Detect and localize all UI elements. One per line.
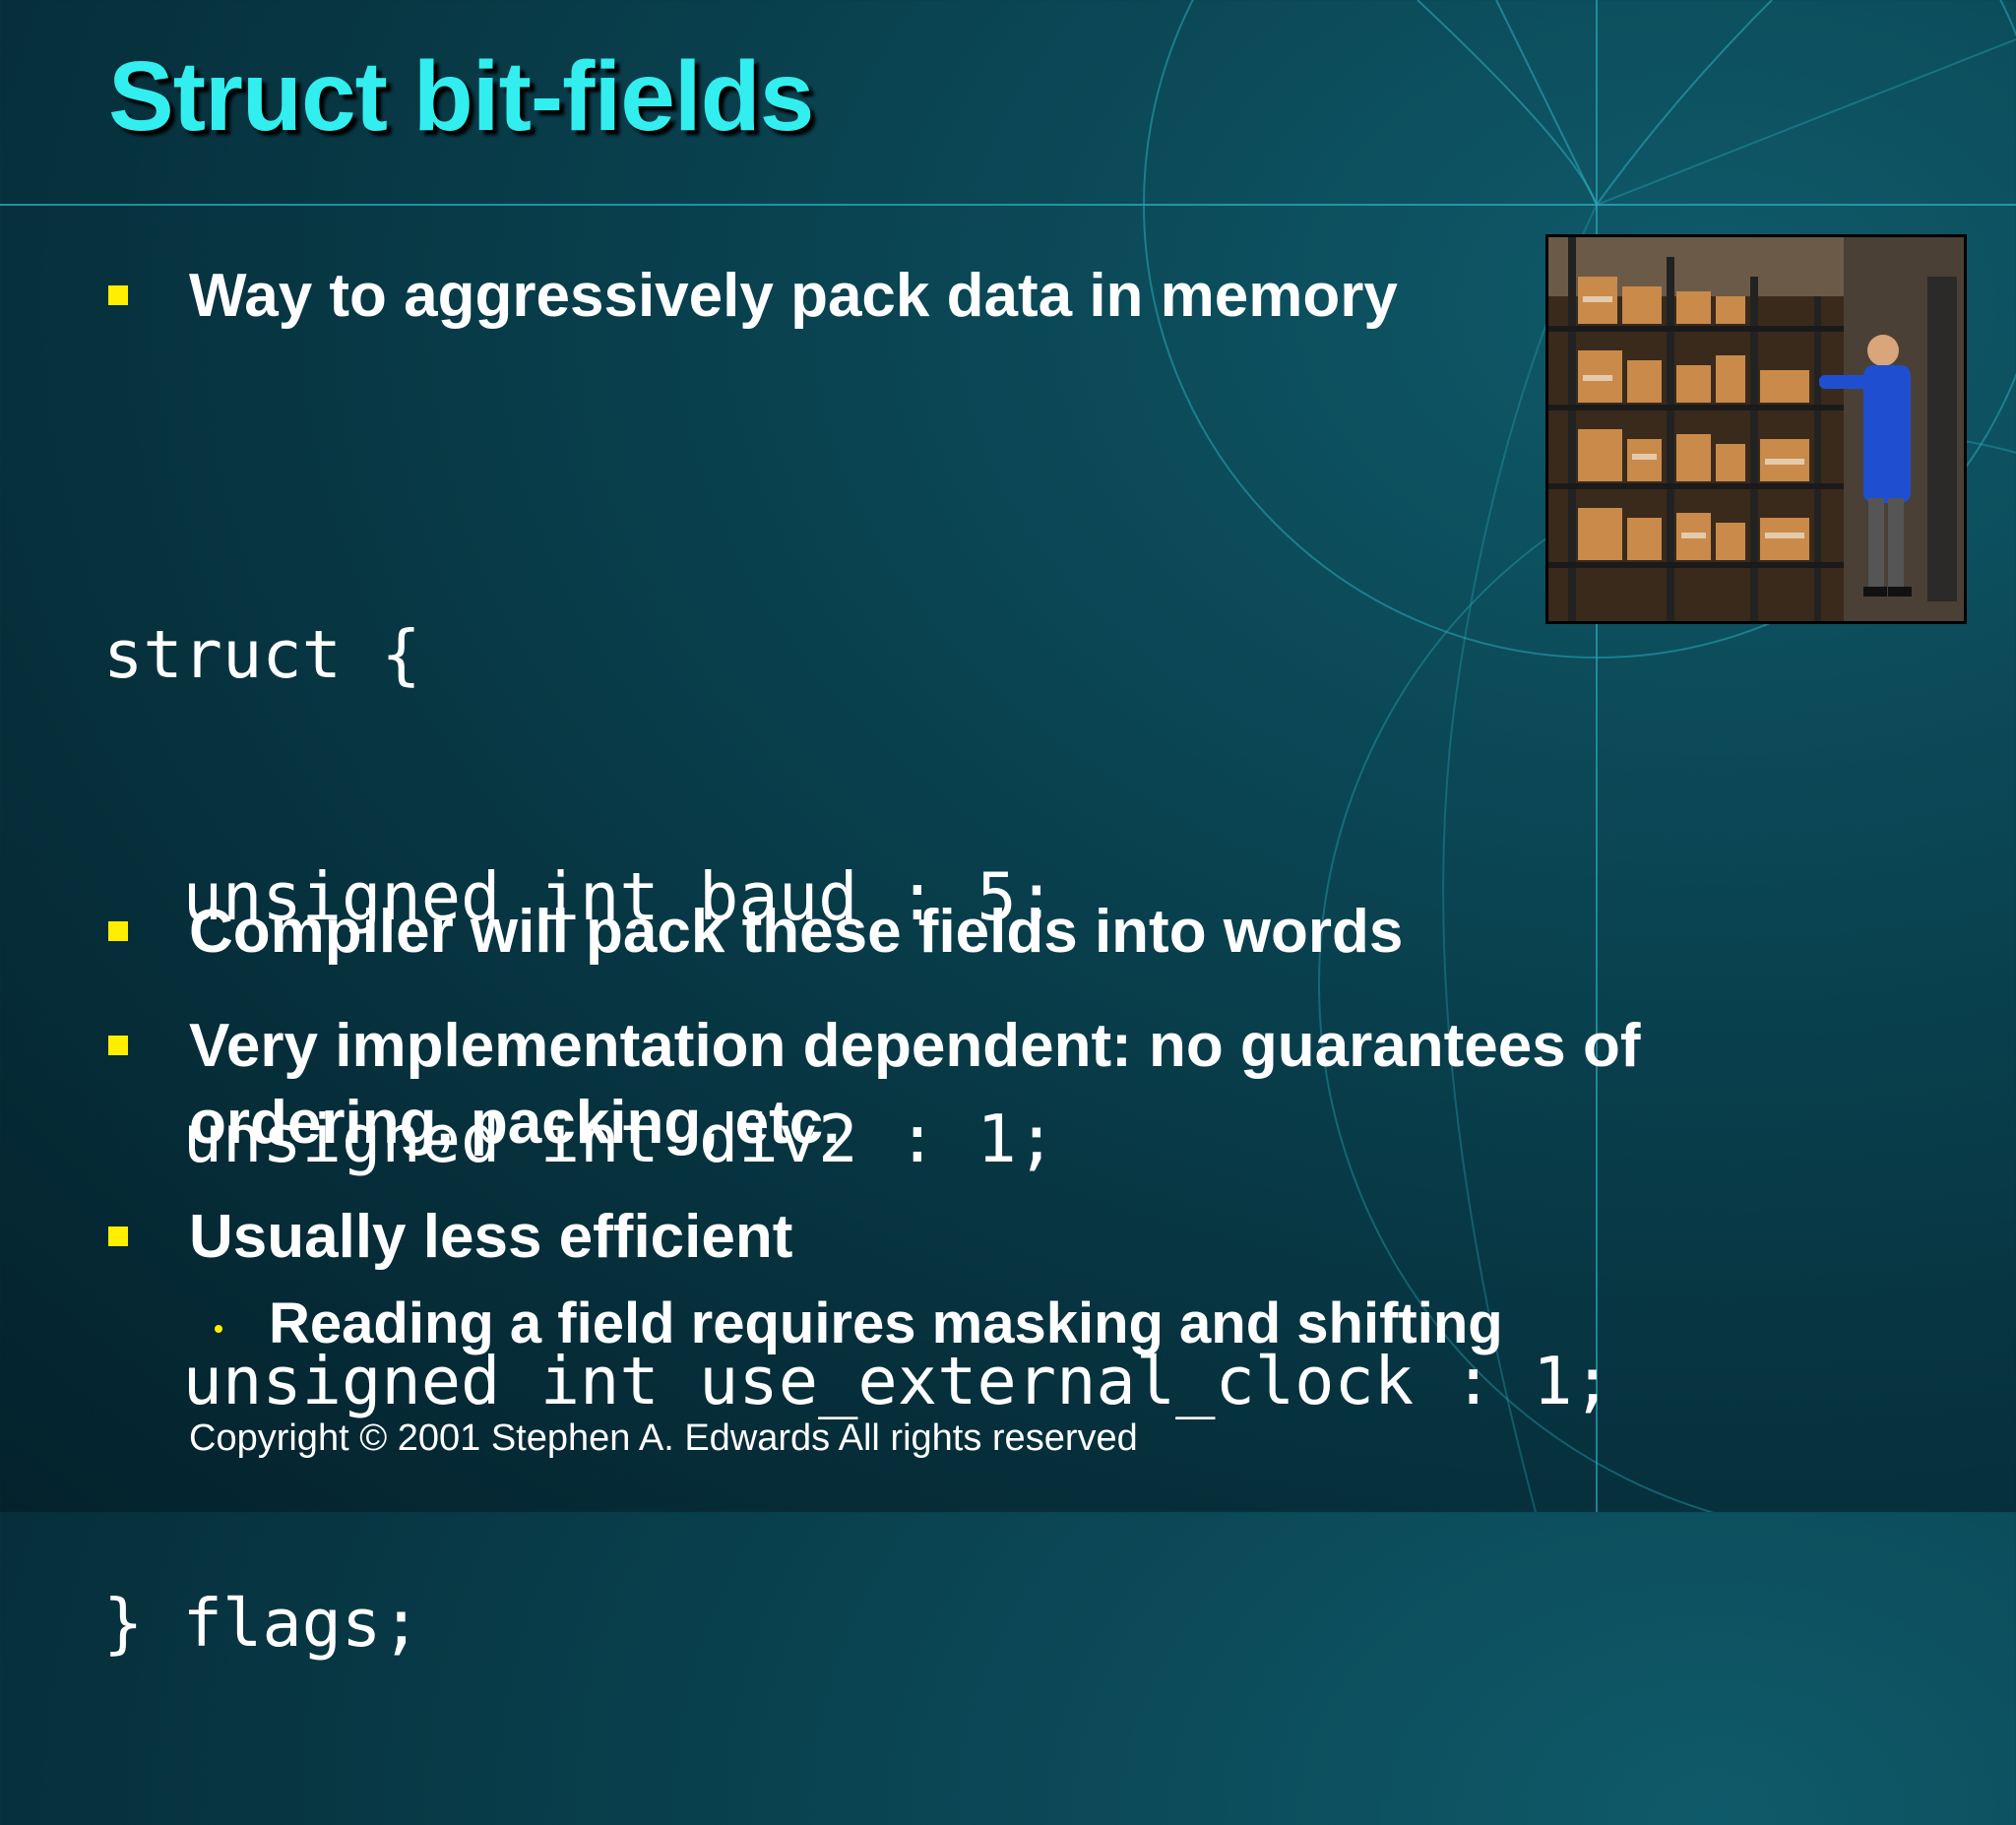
- bullet-marker-icon: [108, 285, 128, 305]
- code-block: struct { unsigned int baud : 5; unsigned…: [103, 453, 1612, 1825]
- bullet-text: Very implementation dependent: no guaran…: [189, 1012, 1641, 1157]
- bullet-3: Very implementation dependent: no guaran…: [108, 1008, 1841, 1162]
- code-line: unsigned int div2 : 1;: [103, 1101, 1057, 1177]
- bullet-marker-icon: [108, 1036, 128, 1055]
- sub-bullet-text: Reading a field requires masking and shi…: [269, 1291, 1503, 1355]
- bullet-4: Usually less efficient: [108, 1199, 1831, 1276]
- bullet-marker-icon: [108, 1227, 128, 1246]
- warehouse-photo: [1545, 234, 1967, 624]
- bullet-text: Compiler will pack these fields into wor…: [189, 898, 1404, 966]
- bullet-marker-icon: [108, 921, 128, 941]
- warehouse-photo-icon: [1548, 237, 1964, 621]
- code-line: unsigned int baud : 5;: [103, 858, 1057, 935]
- copyright-footer: Copyright © 2001 Stephen A. Edwards All …: [189, 1417, 1138, 1459]
- slide-title: Struct bit-fields: [108, 41, 814, 152]
- sub-bullet-1: Reading a field requires masking and shi…: [215, 1288, 1503, 1360]
- code-line: } flags;: [103, 1585, 421, 1662]
- code-line: struct {: [103, 616, 421, 693]
- bullet-text: Way to aggressively pack data in memory: [189, 262, 1398, 330]
- bullet-2: Compiler will pack these fields into wor…: [108, 894, 1831, 971]
- code-line: unsigned int use_external_clock : 1;: [103, 1343, 1612, 1419]
- sub-bullet-dot-icon: [215, 1325, 222, 1333]
- slide: Struct bit-fields Way to aggressively pa…: [0, 0, 2016, 1512]
- bullet-text: Usually less efficient: [189, 1203, 793, 1271]
- bullet-1: Way to aggressively pack data in memory: [108, 258, 1831, 335]
